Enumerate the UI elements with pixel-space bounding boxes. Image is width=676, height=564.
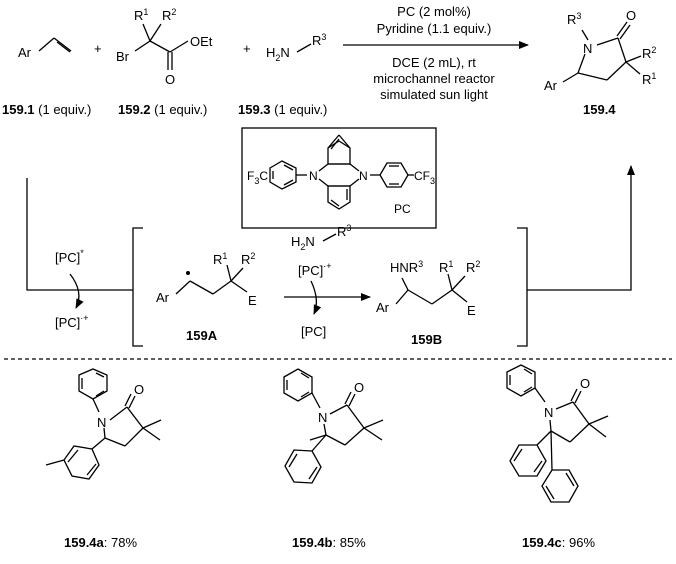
cf3-left-label: F3C <box>247 169 268 186</box>
example-159-4a-caption: 159.4a: 78% <box>64 535 137 550</box>
right-bracket <box>517 227 528 347</box>
pc-excited-label: [PC]* <box>55 248 84 265</box>
r2-label: R2 <box>162 7 176 23</box>
n-label: N <box>318 410 327 425</box>
amine-label: H2N <box>266 45 290 63</box>
condition-reactor: microchannel reactor <box>373 71 495 86</box>
n-right-label: N <box>359 169 368 183</box>
condition-solvent: DCE (2 mL), rt <box>392 55 476 70</box>
r2-label: R2 <box>642 45 656 61</box>
condition-light: simulated sun light <box>380 87 488 102</box>
product-caption: 159.4 <box>583 102 616 117</box>
o-label: O <box>134 382 144 397</box>
example-159-4b-caption: 159.4b: 85% <box>292 535 366 550</box>
cf3-right-label: CF3 <box>414 169 435 186</box>
cycle-left-path <box>26 178 133 291</box>
amine-label: H2N <box>291 234 315 252</box>
catalyst-label: PC <box>394 202 411 216</box>
excited-pc-arrow <box>69 273 84 309</box>
intermediate-159B-caption: 159B <box>411 332 442 347</box>
reduction-arrow <box>310 280 322 315</box>
reagent-alkene: Ar <box>18 37 72 60</box>
n-r3-label: R3 <box>567 11 581 27</box>
nhr3-label: HNR3 <box>390 259 423 275</box>
ar-label: Ar <box>156 290 170 305</box>
ar-label: Ar <box>376 300 390 315</box>
amine-r3-label: R3 <box>337 223 351 239</box>
r1-label: R1 <box>642 71 656 87</box>
r1-label: R1 <box>134 7 148 23</box>
intermediate-159A-caption: 159A <box>186 328 218 343</box>
pc-ground-label: [PC] <box>301 324 326 339</box>
product-lactam: R3 N O R2 R1 Ar <box>544 8 656 93</box>
intermediate-159B: HNR3 Ar R1 R2 E <box>376 259 480 318</box>
n-label: N <box>583 41 592 56</box>
reagent-1-caption: 159.1 (1 equiv.) <box>2 102 91 117</box>
e-label: E <box>248 293 257 308</box>
cycle-right-arrow <box>527 165 635 291</box>
example-159-4a-structure: N O <box>45 368 162 480</box>
o-label: O <box>626 8 636 23</box>
plus-sign: + <box>243 41 251 56</box>
reagent-amine: H2N R3 <box>266 32 326 63</box>
reagent-2-caption: 159.2 (1 equiv.) <box>118 102 207 117</box>
ar-label: Ar <box>18 45 32 60</box>
o-label: O <box>354 380 364 395</box>
r2-label: R2 <box>466 259 480 275</box>
catalyst-structure: F3C N N CF3 PC <box>247 134 435 216</box>
plus-sign: + <box>94 41 102 56</box>
e-label: E <box>467 303 476 318</box>
condition-base: Pyridine (1.1 equiv.) <box>377 21 492 36</box>
r1-label: R1 <box>439 259 453 275</box>
example-159-4c-structure: N O <box>506 364 609 503</box>
catalyst-box <box>241 127 437 229</box>
oet-label: OEt <box>190 34 213 49</box>
reagent-bromoester: R1 R2 Br OEt O <box>116 7 213 87</box>
example-159-4b-structure: N O <box>283 368 384 484</box>
r2-label: R2 <box>241 251 255 267</box>
o-label: O <box>580 376 590 391</box>
ar-label: Ar <box>544 78 558 93</box>
condition-catalyst: PC (2 mol%) <box>397 4 471 19</box>
intermediate-159A: Ar R1 R2 E <box>156 251 257 308</box>
n-label: N <box>544 405 553 420</box>
pc-radical-label-2: [PC]·+ <box>298 261 332 278</box>
n-label: N <box>97 415 106 430</box>
example-159-4c-caption: 159.4c: 96% <box>522 535 595 550</box>
o-label: O <box>165 72 175 87</box>
pc-radical-label: [PC]·+ <box>55 313 89 330</box>
r1-label: R1 <box>213 251 227 267</box>
n-left-label: N <box>309 169 318 183</box>
reagent-3-caption: 159.3 (1 equiv.) <box>238 102 327 117</box>
radical-dot <box>186 271 190 275</box>
left-bracket <box>132 227 143 347</box>
r3-label: R3 <box>312 32 326 48</box>
br-label: Br <box>116 49 130 64</box>
